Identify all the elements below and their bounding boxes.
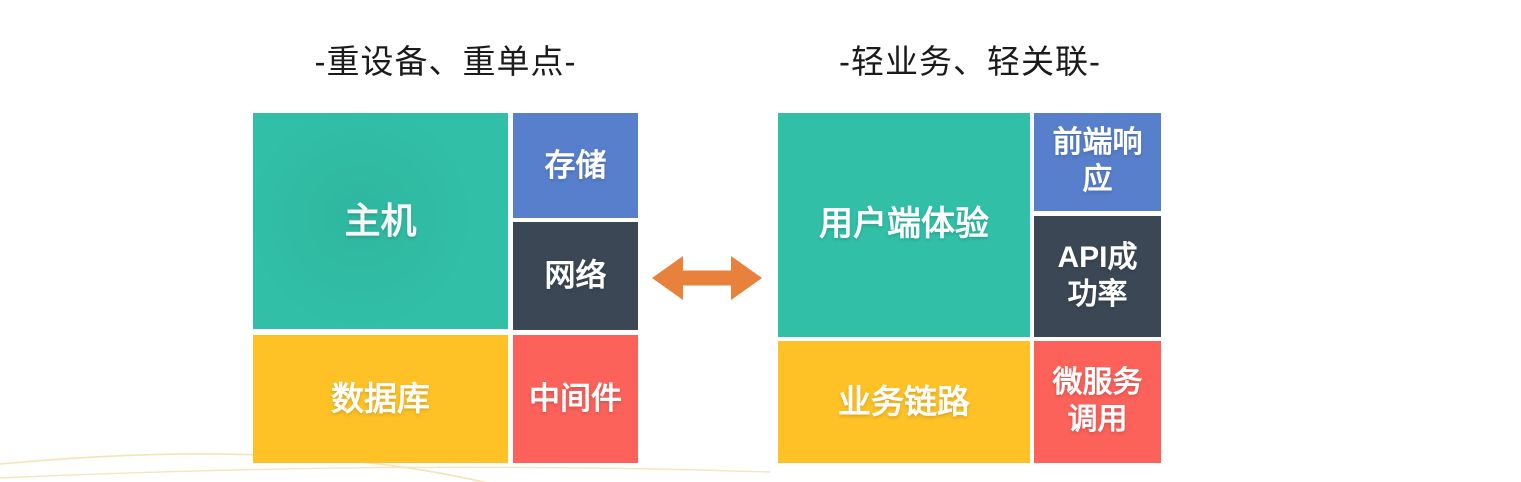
block-business-link: 业务链路 (778, 341, 1030, 463)
left-panel-title: -重设备、重单点- (314, 43, 577, 80)
block-database: 数据库 (253, 335, 508, 463)
decorative-curves (0, 453, 771, 482)
block-host: 主机 (253, 113, 508, 329)
block-api-success-rate: API成 功率 (1034, 216, 1161, 337)
block-storage: 存储 (513, 113, 638, 218)
block-user-experience: 用户端体验 (778, 113, 1030, 337)
block-middleware: 中间件 (513, 335, 638, 463)
block-microservice-call: 微服务 调用 (1034, 341, 1161, 463)
block-network: 网络 (513, 222, 638, 330)
double-arrow-shape (652, 256, 762, 300)
block-frontend-response: 前端响 应 (1034, 113, 1161, 211)
decor-curve-bottom (0, 466, 771, 479)
right-panel-title: -轻业务、轻关联- (839, 43, 1101, 80)
double-arrow-icon (652, 256, 762, 300)
